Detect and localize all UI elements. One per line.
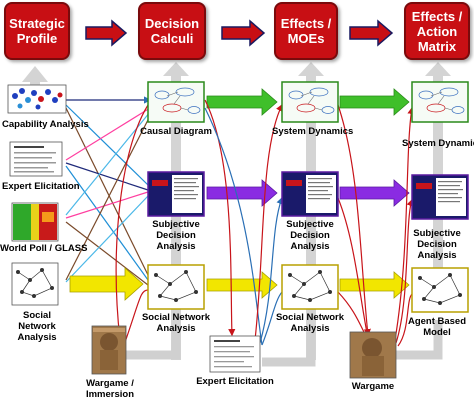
purple-arrows [206,179,410,207]
header-effects-moes-label: Effects / MOEs [280,16,332,46]
world-poll-graphic [11,202,59,242]
label-world-poll: World Poll / GLASS [0,243,88,254]
label-col2-social-network-analysis: Social Network Analysis [141,312,211,334]
col4-system-dynamics-graphic [411,81,469,123]
label-capability-analysis: Capability Analysis [2,119,89,130]
header-effects-moes: Effects / MOEs [274,2,338,60]
label-causal-diagram: Causal Diagram [140,126,212,137]
label-expert-elicitation-doc: Expert Elicitation [196,376,274,387]
causal-diagram-graphic [147,81,205,123]
label-wargame: Wargame [351,381,395,392]
col3-social-network-graphic [281,264,339,310]
input-social-network-graphic [11,262,59,306]
label-col2-subjective-decision-analysis: Subjective Decision Analysis [152,219,200,252]
col2-social-network-graphic [147,264,205,310]
system-dynamics-graphic [281,81,339,123]
input-connectors [65,96,152,286]
expert-elicitation-doc-graphic [209,335,261,373]
header-strategic-profile-label: Strategic Profile [9,16,65,46]
label-col4-system-dynamics: System Dynamics [402,138,474,149]
label-input-social-network-analysis: Social Network Analysis [17,310,57,343]
header-arrows [85,19,394,47]
label-expert-elicitation: Expert Elicitation [2,181,80,192]
header-effects-action-matrix: Effects / Action Matrix [404,2,470,60]
label-wargame-immersion: Wargame / Immersion [85,378,135,400]
capability-analysis-graphic [7,84,67,114]
label-system-dynamics: System Dynamics [272,126,354,137]
expert-elicitation-graphic [9,141,63,177]
wargame-immersion-graphic [91,325,127,375]
gray-connectors [124,320,443,367]
label-col4-subjective-decision-analysis: Subjective Decision Analysis [413,228,461,261]
header-decision-calculi-label: Decision Calculi [144,16,200,46]
label-agent-based-model: Agent Based Model [407,316,467,338]
label-col3-subjective-decision-analysis: Subjective Decision Analysis [286,219,334,252]
header-effects-action-matrix-label: Effects / Action Matrix [411,8,463,54]
header-decision-calculi: Decision Calculi [138,2,206,60]
col3-subjective-graphic [281,171,339,217]
header-strategic-profile: Strategic Profile [4,2,70,60]
subjective-decision-analysis-graphic [147,171,205,217]
agent-based-model-graphic [411,267,469,313]
wargame-graphic [349,331,397,379]
yellow-arrows [69,267,410,301]
green-arrows [206,88,410,116]
flow-curves [115,99,415,347]
col4-subjective-graphic [411,174,469,220]
label-col3-social-network-analysis: Social Network Analysis [275,312,345,334]
